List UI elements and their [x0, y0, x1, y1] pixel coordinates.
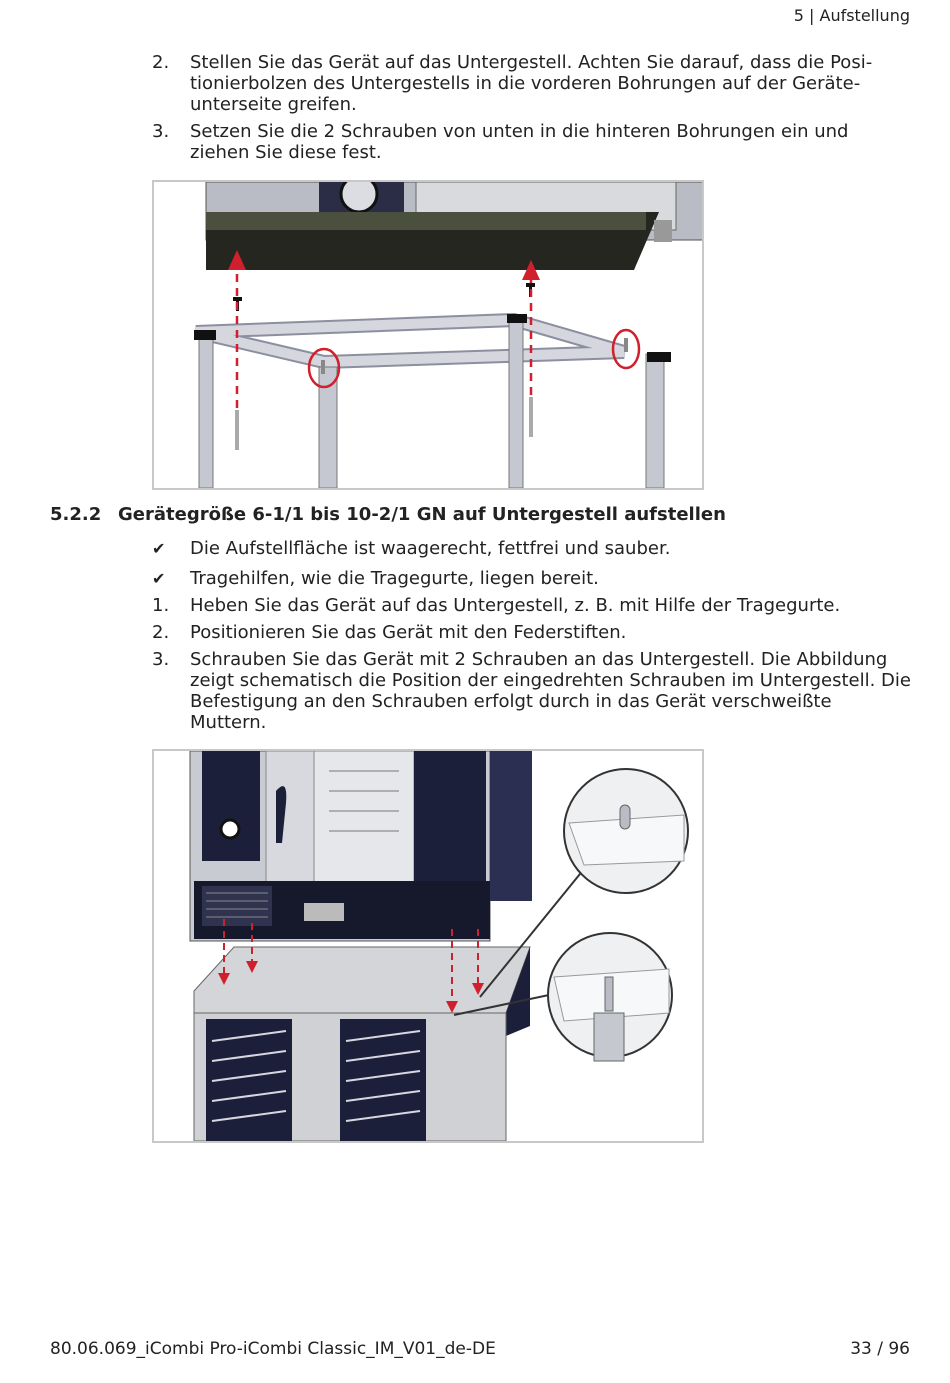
prerequisite-text: Tragehilfen, wie die Tragegurte, liegen …	[190, 568, 599, 589]
figure-base-frame-screws	[152, 180, 704, 490]
step-item: 1. Heben Sie das Gerät auf das Untergest…	[152, 595, 912, 616]
illustration-base-table	[189, 751, 689, 1141]
illustration-base-frame	[194, 182, 702, 488]
steps-bottom-list: 1. Heben Sie das Gerät auf das Untergest…	[152, 595, 912, 733]
checkmark-icon: ✔	[152, 569, 166, 588]
step-text: Setzen Sie die 2 Schrauben von unten in …	[190, 121, 849, 163]
prerequisites-list: ✔ Die Aufstellfläche ist waagerecht, fet…	[152, 538, 912, 589]
section-heading: 5.2.2 Gerätegröße 6-1/1 bis 10-2/1 GN auf…	[50, 504, 726, 525]
steps-top-list: 2. Stellen Sie das Gerät auf das Unterge…	[152, 52, 912, 163]
step-number: 3.	[152, 649, 170, 670]
step-item: 2. Stellen Sie das Gerät auf das Unterge…	[152, 52, 912, 115]
step-item: 2. Positionieren Sie das Gerät mit den F…	[152, 622, 912, 643]
running-header: 5 | Aufstellung	[793, 6, 910, 25]
step-text: Heben Sie das Gerät auf das Untergestell…	[190, 595, 841, 616]
step-item: 3. Schrauben Sie das Gerät mit 2 Schraub…	[152, 649, 912, 733]
step-number: 1.	[152, 595, 170, 616]
checkmark-icon: ✔	[152, 539, 166, 558]
section-title: Gerätegröße 6-1/1 bis 10-2/1 GN auf Unte…	[118, 504, 726, 525]
footer-document-id: 80.06.069_iCombi Pro-iCombi Classic_IM_V…	[50, 1339, 496, 1359]
section-number: 5.2.2	[50, 504, 102, 525]
footer-page-number: 33 / 96	[850, 1339, 910, 1359]
step-text: Stellen Sie das Gerät auf das Untergeste…	[190, 52, 873, 115]
step-number: 2.	[152, 52, 170, 73]
step-text: Positionieren Sie das Gerät mit den Fede…	[190, 622, 627, 643]
prerequisite-item: ✔ Tragehilfen, wie die Tragegurte, liege…	[152, 568, 912, 589]
step-text: Schrauben Sie das Gerät mit 2 Schrauben …	[190, 649, 911, 733]
prerequisite-item: ✔ Die Aufstellfläche ist waagerecht, fet…	[152, 538, 912, 559]
figure-base-table-bolts	[152, 749, 704, 1143]
step-number: 3.	[152, 121, 170, 142]
step-number: 2.	[152, 622, 170, 643]
step-item: 3. Setzen Sie die 2 Schrauben von unten …	[152, 121, 912, 163]
prerequisite-text: Die Aufstellfläche ist waagerecht, fettf…	[190, 538, 671, 559]
